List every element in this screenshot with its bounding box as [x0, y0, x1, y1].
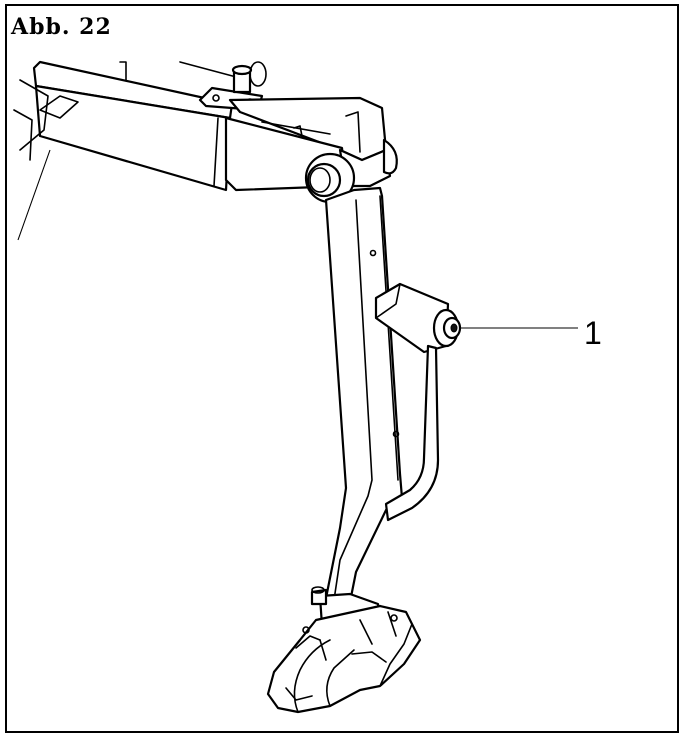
elbow-housing [224, 96, 398, 192]
vertical-column [322, 186, 405, 610]
handle [374, 282, 462, 522]
figure-caption: Abb. 22 [11, 14, 112, 40]
clamping-foot [266, 586, 422, 714]
upper-arm [13, 60, 241, 241]
callout-label-1: 1 [584, 315, 602, 351]
pivot-bolt [304, 152, 356, 204]
